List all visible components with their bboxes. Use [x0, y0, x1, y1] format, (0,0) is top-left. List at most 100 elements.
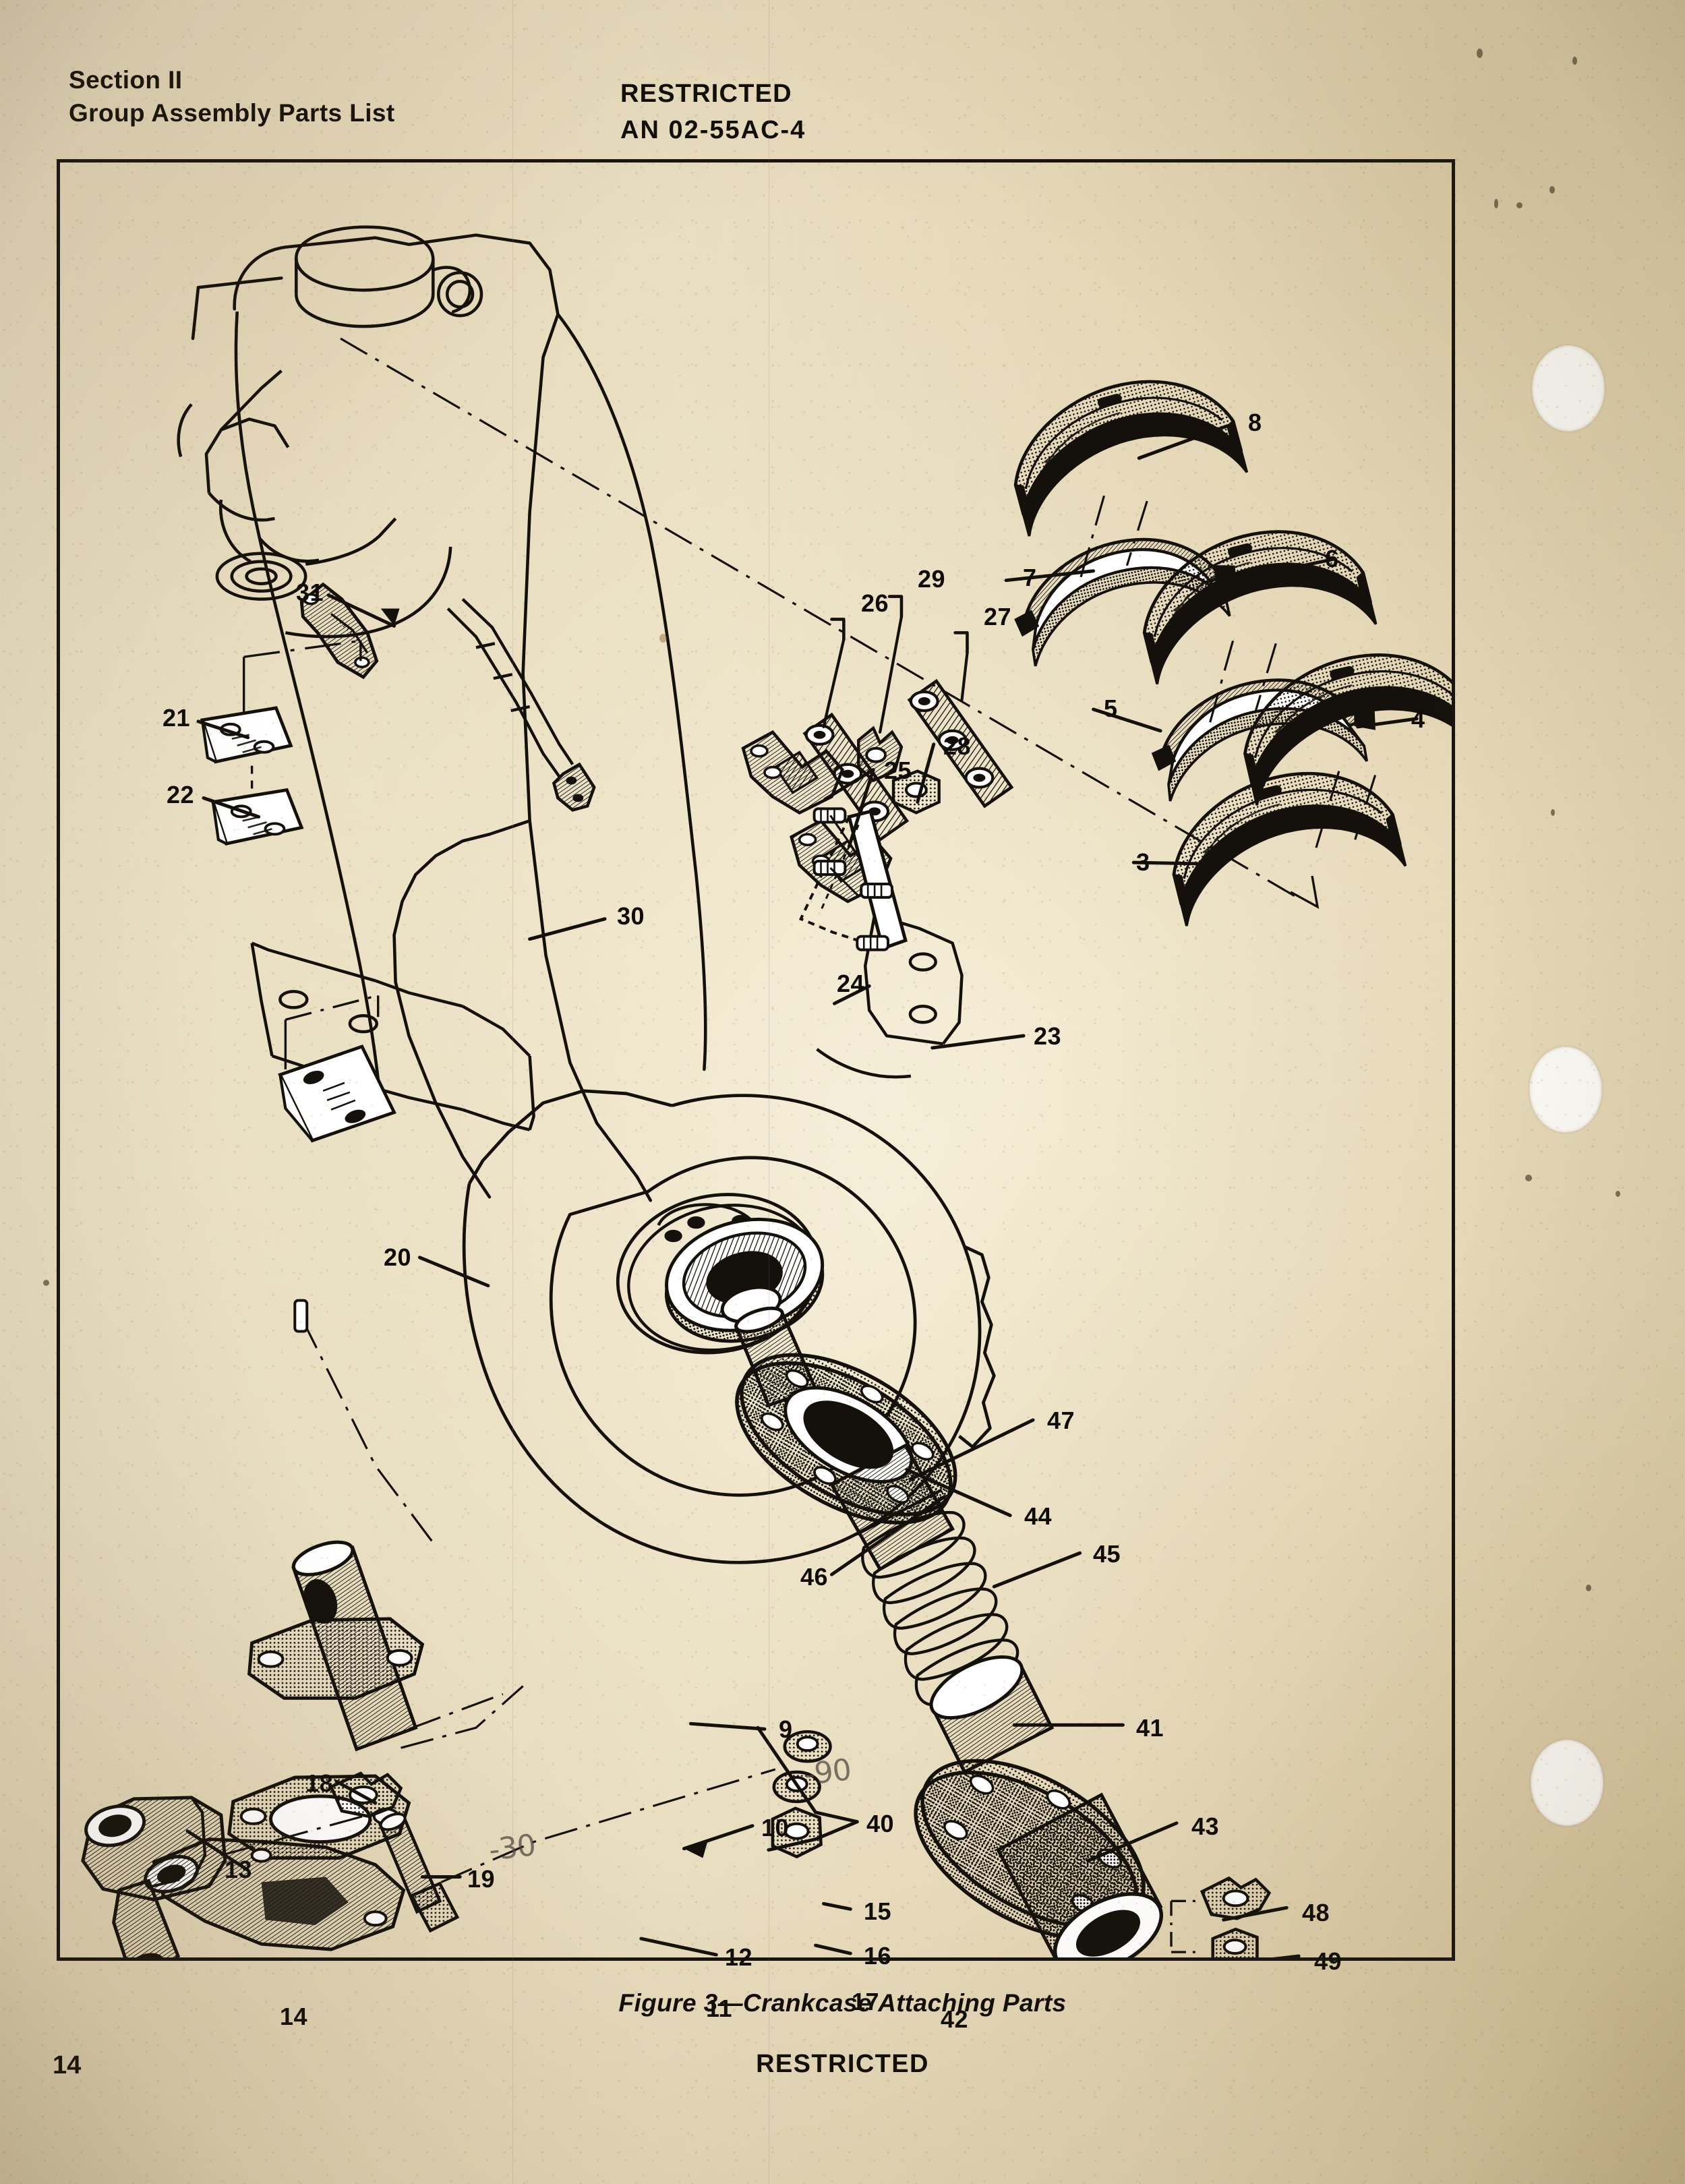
dipstick-rail	[446, 597, 574, 777]
bearing-cap-part-27	[907, 678, 1014, 808]
stud-on-bell-housing	[293, 1299, 309, 1333]
page-number: 14	[53, 2051, 82, 2079]
lock-washer-48	[1200, 1876, 1272, 1920]
page-header-left: Section II Group Assembly Parts List	[69, 64, 395, 130]
callout-42[interactable]: 42	[941, 2005, 969, 2033]
stain-speck	[659, 634, 667, 643]
callout-29[interactable]: 29	[918, 565, 946, 593]
callout-8[interactable]: 8	[1248, 409, 1262, 436]
lug-30	[552, 762, 596, 812]
callout-24[interactable]: 24	[837, 970, 865, 997]
pencil-annotation-90: -90	[802, 1752, 853, 1793]
page-header-center: RESTRICTED AN 02-55AC-4	[620, 76, 971, 149]
leader-arrowheads	[380, 608, 709, 1858]
callout-19[interactable]: 19	[467, 1865, 496, 1893]
speckle	[1516, 202, 1523, 208]
lock-tab-29	[857, 726, 904, 783]
speckle	[1549, 186, 1555, 194]
callout-41[interactable]: 41	[1136, 1714, 1164, 1742]
callout-7[interactable]: 7	[1023, 564, 1037, 591]
callout-11[interactable]: 11	[706, 1995, 733, 2022]
callout-13[interactable]: 13	[225, 1856, 253, 1883]
callout-27[interactable]: 27	[984, 603, 1012, 630]
callout-43[interactable]: 43	[1191, 1812, 1220, 1840]
speckle	[1494, 199, 1498, 208]
scan-rule-line-left	[512, 0, 513, 2184]
crankshaft-hub-assembly	[734, 1306, 1164, 1957]
callout-47[interactable]: 47	[1047, 1407, 1075, 1434]
callout-48[interactable]: 48	[1302, 1899, 1330, 1926]
main-bearing-shell-3	[1156, 752, 1407, 926]
callout-31[interactable]: 31	[296, 579, 324, 606]
speckle	[43, 1280, 49, 1286]
centerline-arrow	[1290, 875, 1320, 910]
crankcase-body-outline	[191, 225, 707, 1202]
callout-12[interactable]: 12	[725, 1943, 753, 1971]
callout-26[interactable]: 26	[861, 589, 889, 617]
shim-plate-20	[278, 1044, 396, 1143]
mount-bracket-31	[299, 582, 379, 680]
bolt-19	[378, 1812, 460, 1933]
figure-caption: Figure 3—Crankcase Attaching Parts	[618, 1989, 1067, 2017]
bracket-48-49	[1170, 1899, 1201, 1953]
document-number: AN 02-55AC-4	[620, 115, 806, 144]
crankshaft-bearing-46	[664, 1217, 825, 1343]
figure-frame: 3 4 5 6 7 8 9 10 11 12 13 14 15 16 17 18…	[57, 159, 1455, 2032]
callout-3[interactable]: 3	[1136, 848, 1150, 876]
studs-24	[812, 807, 894, 951]
section-title: Section II	[69, 66, 183, 94]
callout-16[interactable]: 16	[864, 1942, 892, 1970]
assembly-centerlines	[220, 1317, 776, 1883]
section-subtitle: Group Assembly Parts List	[69, 98, 395, 127]
callout-45[interactable]: 45	[1093, 1540, 1121, 1568]
shim-block-21	[200, 706, 293, 764]
bearing-center-lines	[340, 337, 1377, 897]
punch-hole-bottom	[1531, 1740, 1603, 1826]
footer-classification: RESTRICTED	[756, 2050, 929, 2078]
shim-20-bracket	[284, 994, 380, 1069]
callout-40[interactable]: 40	[866, 1810, 895, 1837]
callout-10[interactable]: 10	[761, 1814, 790, 1841]
speckle	[1616, 1191, 1620, 1197]
callout-15[interactable]: 15	[864, 1897, 892, 1925]
callout-22[interactable]: 22	[167, 781, 195, 808]
tube-flange-10	[247, 1617, 425, 1700]
classification-header: RESTRICTED	[620, 80, 792, 108]
exploded-assembly-drawing	[60, 163, 1452, 1957]
leader-lines	[185, 424, 1419, 1957]
speckle	[1525, 1175, 1532, 1181]
callout-20[interactable]: 20	[384, 1243, 412, 1271]
punch-hole-top	[1532, 345, 1605, 432]
speckle	[1477, 49, 1483, 58]
callout-30[interactable]: 30	[617, 902, 645, 930]
callout-28[interactable]: 28	[943, 732, 972, 760]
lock-washer-18	[329, 1771, 403, 1819]
callout-18[interactable]: 18	[305, 1769, 334, 1797]
punch-hole-middle	[1529, 1046, 1602, 1133]
callout-9[interactable]: 9	[779, 1715, 793, 1743]
speckle	[1572, 57, 1577, 65]
breather-tube-14	[112, 1879, 181, 1957]
speckle	[1586, 1585, 1591, 1591]
callout-5[interactable]: 5	[1104, 695, 1118, 722]
callout-46[interactable]: 46	[800, 1563, 829, 1591]
technical-illustration	[81, 225, 1452, 1957]
speckle	[1551, 809, 1555, 816]
callout-44[interactable]: 44	[1024, 1502, 1053, 1530]
callout-6[interactable]: 6	[1325, 545, 1339, 572]
breather-housing-13	[81, 1796, 227, 1901]
callout-23[interactable]: 23	[1034, 1022, 1062, 1050]
callout-4[interactable]: 4	[1411, 705, 1425, 733]
callout-21[interactable]: 21	[162, 704, 191, 732]
washer-15	[783, 1730, 832, 1763]
nut-49	[1211, 1927, 1259, 1957]
callout-14[interactable]: 14	[280, 2003, 308, 2030]
callout-49[interactable]: 49	[1314, 1947, 1342, 1975]
crankcase-lower-profile	[177, 312, 452, 1103]
callout-25[interactable]: 25	[884, 757, 912, 784]
main-bearing-shell-8	[997, 359, 1249, 536]
bracket-part-25-upper	[741, 730, 845, 815]
callout-17[interactable]: 17	[852, 1988, 880, 2015]
bearing-cap-part-26	[802, 712, 910, 842]
